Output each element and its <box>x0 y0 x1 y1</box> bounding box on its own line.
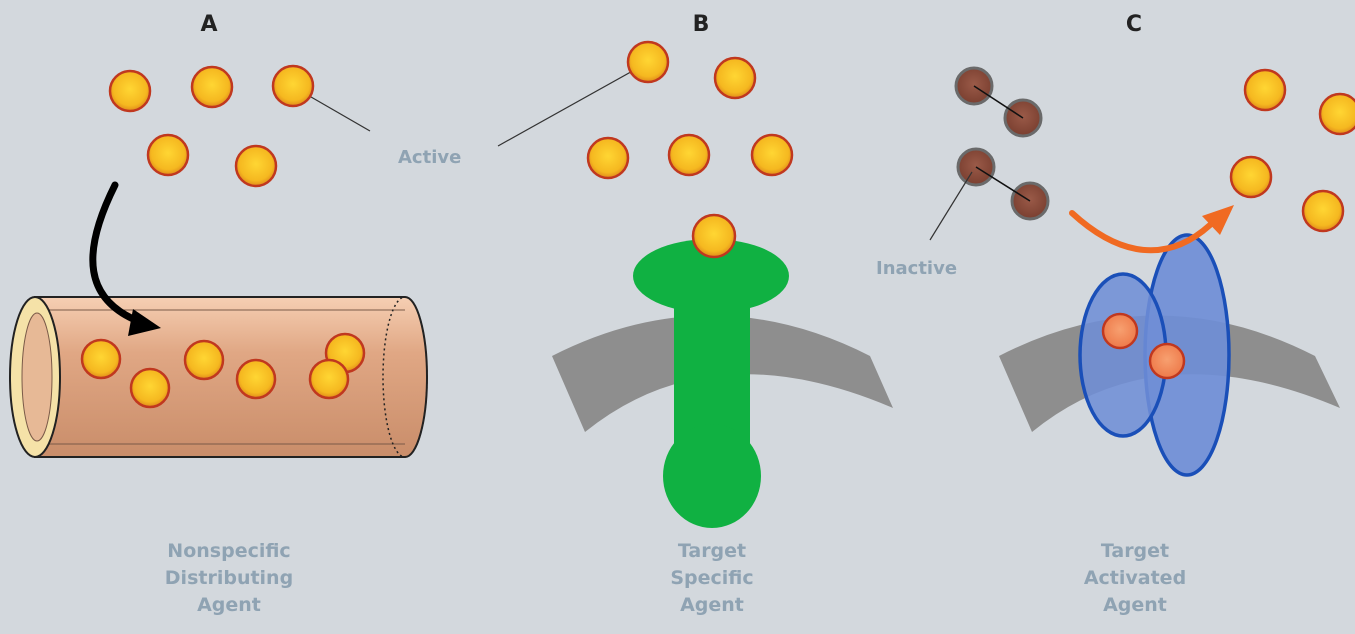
inactive-label: Inactive <box>876 258 957 279</box>
panel-letter-b: B <box>681 12 721 37</box>
caption-b-line-2: Specific <box>592 565 832 592</box>
active-particle <box>82 340 120 378</box>
caption-c-line-2: Activated <box>1015 565 1255 592</box>
caption-a-line-2: Distributing <box>109 565 349 592</box>
panel-letter-c: C <box>1114 12 1154 37</box>
released-active-particles <box>1231 70 1355 231</box>
caption-b: Target Specific Agent <box>592 538 832 619</box>
active-label: Active <box>398 147 461 168</box>
caption-b-line-1: Target <box>592 538 832 565</box>
active-particle <box>1320 94 1355 134</box>
active-particle <box>1231 157 1271 197</box>
active-particle <box>588 138 628 178</box>
active-particle <box>185 341 223 379</box>
caption-b-line-3: Agent <box>592 592 832 619</box>
active-particle <box>236 146 276 186</box>
caption-c-line-3: Agent <box>1015 592 1255 619</box>
panel-b <box>498 42 893 528</box>
active-particle <box>1245 70 1285 110</box>
bound-particle <box>1103 314 1137 348</box>
active-particle <box>273 66 313 106</box>
bound-particle <box>693 215 735 257</box>
active-particle <box>1303 191 1343 231</box>
active-particle <box>237 360 275 398</box>
active-particle <box>131 369 169 407</box>
active-particle <box>669 135 709 175</box>
caption-c-line-1: Target <box>1015 538 1255 565</box>
caption-c: Target Activated Agent <box>1015 538 1255 619</box>
active-particles-a <box>110 66 313 186</box>
inactive-leader-line <box>930 172 972 240</box>
active-particle <box>310 360 348 398</box>
caption-a-line-3: Agent <box>109 592 349 619</box>
blue-activating-protein <box>1080 235 1229 475</box>
caption-a: Nonspecific Distributing Agent <box>109 538 349 619</box>
active-particles-b <box>588 42 792 178</box>
active-particle <box>110 71 150 111</box>
active-particle <box>715 58 755 98</box>
active-particle <box>628 42 668 82</box>
panel-a <box>10 66 427 457</box>
inactive-particles <box>956 68 1048 219</box>
bound-particle <box>1150 344 1184 378</box>
blood-vessel <box>10 297 427 457</box>
active-particle <box>148 135 188 175</box>
panel-letter-a: A <box>189 12 229 37</box>
caption-a-line-1: Nonspecific <box>109 538 349 565</box>
active-leader-line-b <box>498 64 645 146</box>
active-particle <box>192 67 232 107</box>
active-particle <box>752 135 792 175</box>
panel-c <box>930 68 1355 475</box>
